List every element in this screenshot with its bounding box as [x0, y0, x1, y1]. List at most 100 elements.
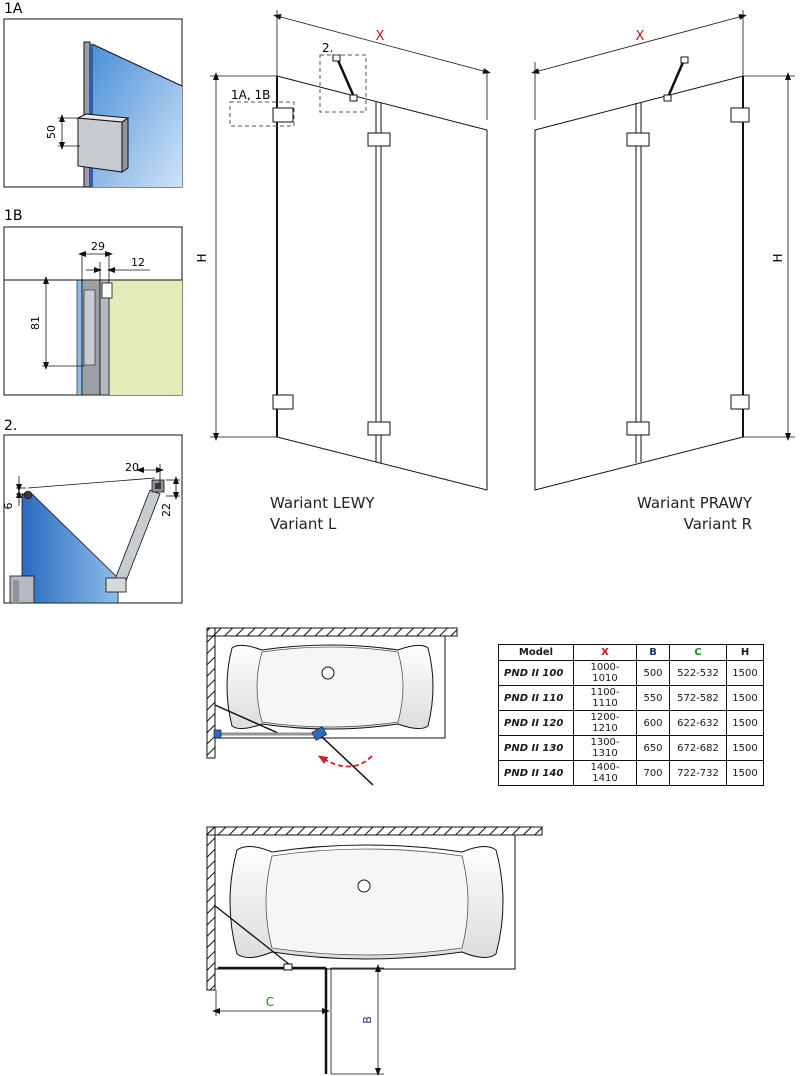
spec-header-h: H — [726, 644, 764, 661]
detail-1b-dim-width-total: 29 — [91, 240, 105, 253]
plan-swing-glass-fixed — [214, 704, 279, 734]
elevation-left-stabilizer-bar — [335, 57, 356, 98]
plan-swing-wall-top — [206, 627, 458, 637]
variant-right-caption: Wariant PRAWY Variant R — [610, 493, 752, 535]
spec-cell-c: 672-682 — [669, 735, 727, 761]
plan-dims-wall-top — [206, 826, 543, 836]
detail-2: 2. 20 22 6 — [2, 418, 183, 604]
spec-cell-h: 1500 — [726, 760, 764, 786]
spec-cell-x: 1400-1410 — [573, 760, 637, 786]
detail-1a: 1A 50 — [3, 1, 183, 188]
detail-1a-label: 1A — [4, 1, 23, 17]
elevation-right-stabilizer-bar — [666, 59, 686, 98]
plan-swing-arrow — [317, 755, 373, 768]
detail-2-glass-corner — [23, 490, 33, 500]
plan-dims-dim-b: B — [361, 1016, 374, 1024]
spec-cell-h: 1500 — [726, 710, 764, 736]
elevation-right-dim-x-line — [531, 14, 747, 74]
spec-cell-b: 700 — [636, 760, 670, 786]
spec-cell-x: 1100-1110 — [573, 685, 637, 711]
detail-1a-hinge — [76, 113, 130, 173]
spec-cell-b: 550 — [636, 685, 670, 711]
elevation-right-hinge-fold-top — [626, 132, 650, 147]
detail-2-stabilizer-bar — [105, 479, 165, 593]
spec-cell-x: 1300-1310 — [573, 735, 637, 761]
spec-cell-c: 522-532 — [669, 660, 727, 686]
spec-cell-h: 1500 — [726, 660, 764, 686]
detail-2-reference-line — [27, 477, 156, 489]
plan-swing — [206, 627, 458, 786]
detail-2-dim-vertical: 22 — [160, 503, 173, 517]
spec-cell-c: 572-582 — [669, 685, 727, 711]
detail-1b-wall-profile — [99, 279, 110, 396]
elevation-right-dim-h: H — [771, 253, 785, 262]
spec-table-row: PND II 140 1400-1410 700 722-732 1500 — [498, 760, 764, 786]
spec-table-row: PND II 130 1300-1310 650 672-682 1500 — [498, 735, 764, 761]
detail-1b-dim-width-gap: 12 — [131, 256, 145, 269]
spec-table-row: PND II 100 1000-1010 500 522-532 1500 — [498, 660, 764, 686]
elevation-left-dim-h: H — [195, 253, 209, 262]
spec-cell-h: 1500 — [726, 735, 764, 761]
detail-2-dim-horizontal: 20 — [125, 461, 139, 474]
spec-table-row: PND II 110 1100-1110 550 572-582 1500 — [498, 685, 764, 711]
elevation-left-dim-x: X — [376, 29, 385, 44]
detail-2-label: 2. — [4, 418, 17, 434]
spec-table-header-row: Model X B C H — [498, 644, 764, 661]
elevation-right-dim-x: X — [636, 29, 645, 44]
elevation-left-callout-2: 2. — [322, 41, 333, 55]
elevation-right: X H — [531, 10, 795, 491]
spec-cell-x: 1000-1010 — [573, 660, 637, 686]
variant-left-caption-en: Variant L — [270, 515, 337, 533]
plan-swing-wall-left — [206, 627, 216, 759]
elevation-left-hinge-wall-top — [272, 107, 294, 123]
plan-dims-glass-fixed — [213, 904, 291, 966]
detail-1b-wall — [109, 280, 182, 395]
spec-cell-model: PND II 130 — [498, 735, 574, 761]
spec-header-model: Model — [498, 644, 574, 661]
variant-right-caption-pl: Wariant PRAWY — [636, 494, 752, 512]
elevation-right-hinge-fold-bottom — [626, 421, 650, 436]
spec-cell-c: 722-732 — [669, 760, 727, 786]
spec-header-x: X — [573, 644, 637, 661]
spec-cell-b: 650 — [636, 735, 670, 761]
plan-dims-drain — [357, 879, 371, 893]
spec-cell-h: 1500 — [726, 685, 764, 711]
detail-1b-label: 1B — [4, 208, 23, 224]
spec-cell-model: PND II 120 — [498, 710, 574, 736]
plan-dims: C B — [206, 826, 543, 1076]
spec-cell-b: 500 — [636, 660, 670, 686]
spec-cell-model: PND II 140 — [498, 760, 574, 786]
plan-dims-wall-left — [206, 826, 216, 991]
detail-1b: 1B 29 12 81 — [3, 208, 183, 396]
detail-1a-dim-height: 50 — [45, 125, 58, 139]
detail-2-dim-offset: 6 — [2, 503, 15, 510]
detail-1b-glass — [76, 279, 83, 396]
variant-left-caption-pl: Wariant LEWY — [270, 494, 375, 512]
elevation-right-hinge-wall-bottom — [730, 394, 750, 410]
elevation-left-callout-1-box — [229, 101, 295, 127]
plan-dims-dim-c: C — [266, 995, 274, 1009]
plan-swing-glass-open — [321, 736, 374, 786]
spec-cell-model: PND II 100 — [498, 660, 574, 686]
elevation-right-hinge-wall-top — [730, 107, 750, 123]
spec-cell-model: PND II 110 — [498, 685, 574, 711]
elevation-left-hinge-wall-bottom — [272, 394, 294, 410]
spec-cell-b: 600 — [636, 710, 670, 736]
variant-right-caption-en: Variant R — [683, 515, 752, 533]
spec-table-row: PND II 120 1200-1210 600 622-632 1500 — [498, 710, 764, 736]
spec-header-b: B — [636, 644, 670, 661]
spec-header-c: C — [669, 644, 727, 661]
variant-left-caption: Wariant LEWY Variant L — [270, 493, 375, 535]
elevation-left: X H 1A, 1B 2. — [195, 10, 491, 491]
elevation-left-hinge-fold-bottom — [367, 421, 391, 436]
plan-swing-drain — [321, 666, 335, 680]
elevation-left-dim-x-line — [273, 14, 491, 74]
elevation-left-hinge-fold-top — [367, 132, 391, 147]
spec-cell-c: 622-632 — [669, 710, 727, 736]
elevation-left-callout-2-box — [319, 54, 367, 113]
spec-cell-x: 1200-1210 — [573, 710, 637, 736]
spec-table: Model X B C H PND II 100 1000-1010 500 5… — [498, 644, 764, 786]
elevation-left-callout-1: 1A, 1B — [231, 88, 270, 102]
detail-1b-dim-height: 81 — [29, 316, 42, 330]
